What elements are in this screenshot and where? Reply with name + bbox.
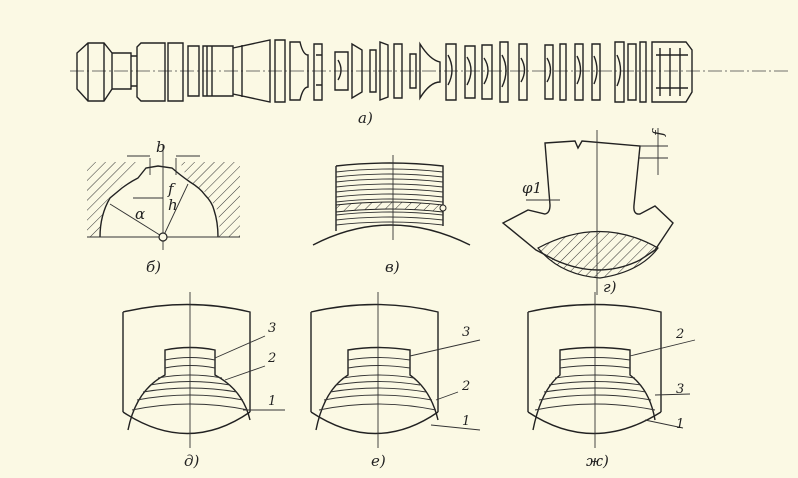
layer-number-zh-2: 2 xyxy=(675,327,684,342)
layer-number-e-2: 2 xyxy=(461,379,470,394)
layer-number-d-3: 3 xyxy=(268,321,276,336)
spline-profile-view xyxy=(87,145,240,250)
dim-f-right: f xyxy=(649,128,667,137)
panel-label-v: в) xyxy=(385,258,400,276)
dim-h: h xyxy=(168,196,178,214)
layer-number-zh-1: 1 xyxy=(676,417,684,432)
radius-line-h xyxy=(162,183,189,238)
tooth-section-view xyxy=(501,128,674,295)
tooth-layers-view xyxy=(312,155,471,246)
scheme-zh xyxy=(527,292,696,448)
dim-f: f xyxy=(167,180,176,198)
panel-label-d: д) xyxy=(184,452,200,470)
panel-label-zh: ж) xyxy=(586,452,609,470)
broach-shaft xyxy=(70,39,790,103)
panel-label-a: а) xyxy=(358,109,373,127)
dim-b: b xyxy=(156,138,166,156)
radius-line-alpha xyxy=(109,203,164,238)
dim-alpha: α xyxy=(135,205,145,223)
layer-number-d-2: 2 xyxy=(267,351,276,366)
panel-label-g: г) xyxy=(603,278,617,296)
layer-number-e-3: 3 xyxy=(462,325,470,340)
scheme-d xyxy=(122,292,285,448)
scheme-e xyxy=(310,292,481,448)
panel-label-e: е) xyxy=(371,452,386,470)
layer-number-zh-3: 3 xyxy=(676,382,684,397)
dim-phi1: φ1 xyxy=(522,179,542,197)
center-point xyxy=(158,232,168,242)
panel-label-b: б) xyxy=(146,258,161,276)
layer-number-e-1: 1 xyxy=(462,414,470,429)
shaft-teeth xyxy=(289,40,693,103)
layer-number-d-1: 1 xyxy=(268,394,276,409)
